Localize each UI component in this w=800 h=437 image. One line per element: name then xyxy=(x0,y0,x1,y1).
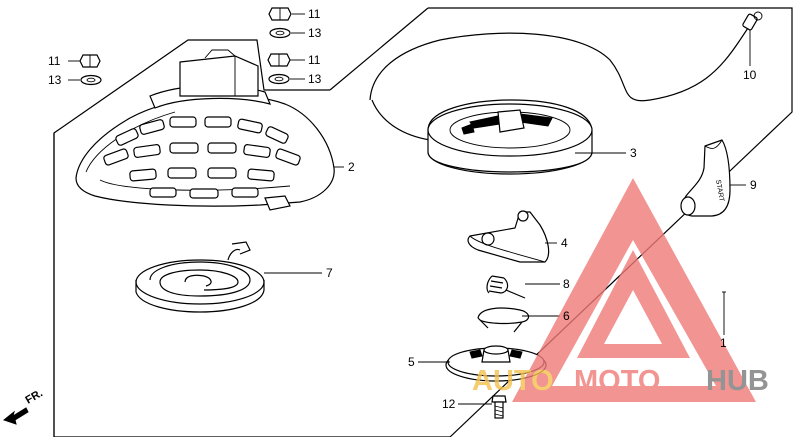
callout-11-left: 11 xyxy=(48,54,61,68)
callout-2: 2 xyxy=(348,160,355,174)
front-direction-label: FR. xyxy=(24,387,45,406)
knob-start-text: START xyxy=(714,179,725,203)
watermark-inner-triangle xyxy=(577,250,690,358)
assembly-box-outline xyxy=(53,7,793,437)
recoil-spring xyxy=(135,241,265,313)
ratchet-pawl xyxy=(467,210,550,263)
washer-left xyxy=(80,74,102,86)
callout-5: 5 xyxy=(408,355,415,369)
set-bolt xyxy=(491,395,507,419)
ratchet-spring xyxy=(486,275,526,299)
callout-13-top: 13 xyxy=(308,26,322,40)
recoil-reel xyxy=(427,99,593,175)
callout-1: 1 xyxy=(720,336,727,350)
callout-11-top: 11 xyxy=(308,7,321,21)
callout-9: 9 xyxy=(750,178,757,192)
front-direction-arrow: FR. xyxy=(2,387,45,425)
washer-middle xyxy=(268,73,290,85)
flange-nut-middle xyxy=(267,53,291,67)
callout-4: 4 xyxy=(561,236,568,250)
callout-10: 10 xyxy=(743,68,757,82)
friction-clip xyxy=(477,307,530,333)
callout-6: 6 xyxy=(563,309,570,323)
starter-housing-cover xyxy=(75,49,335,211)
flange-nut-left xyxy=(79,54,101,68)
drive-plate xyxy=(445,345,547,382)
flange-nut-top xyxy=(268,7,292,21)
callout-13-middle: 13 xyxy=(308,72,322,86)
automotohub-watermark: AUTO MOTO HUB xyxy=(472,178,769,402)
callout-7: 7 xyxy=(326,266,333,280)
starter-knob: START xyxy=(680,139,731,217)
callout-12: 12 xyxy=(442,397,456,411)
callout-3: 3 xyxy=(630,146,637,160)
callout-11-middle: 11 xyxy=(308,53,321,67)
watermark-triangle xyxy=(512,178,756,402)
starter-rope xyxy=(369,11,763,141)
assembly-box-join xyxy=(329,7,429,91)
watermark-hub: HUB xyxy=(706,365,769,397)
watermark-auto: AUTO xyxy=(472,365,554,397)
leader-lines xyxy=(68,13,751,405)
washer-top xyxy=(269,27,291,39)
callout-8: 8 xyxy=(563,277,570,291)
watermark-moto: MOTO xyxy=(574,365,660,397)
callout-13-left: 13 xyxy=(48,73,62,87)
